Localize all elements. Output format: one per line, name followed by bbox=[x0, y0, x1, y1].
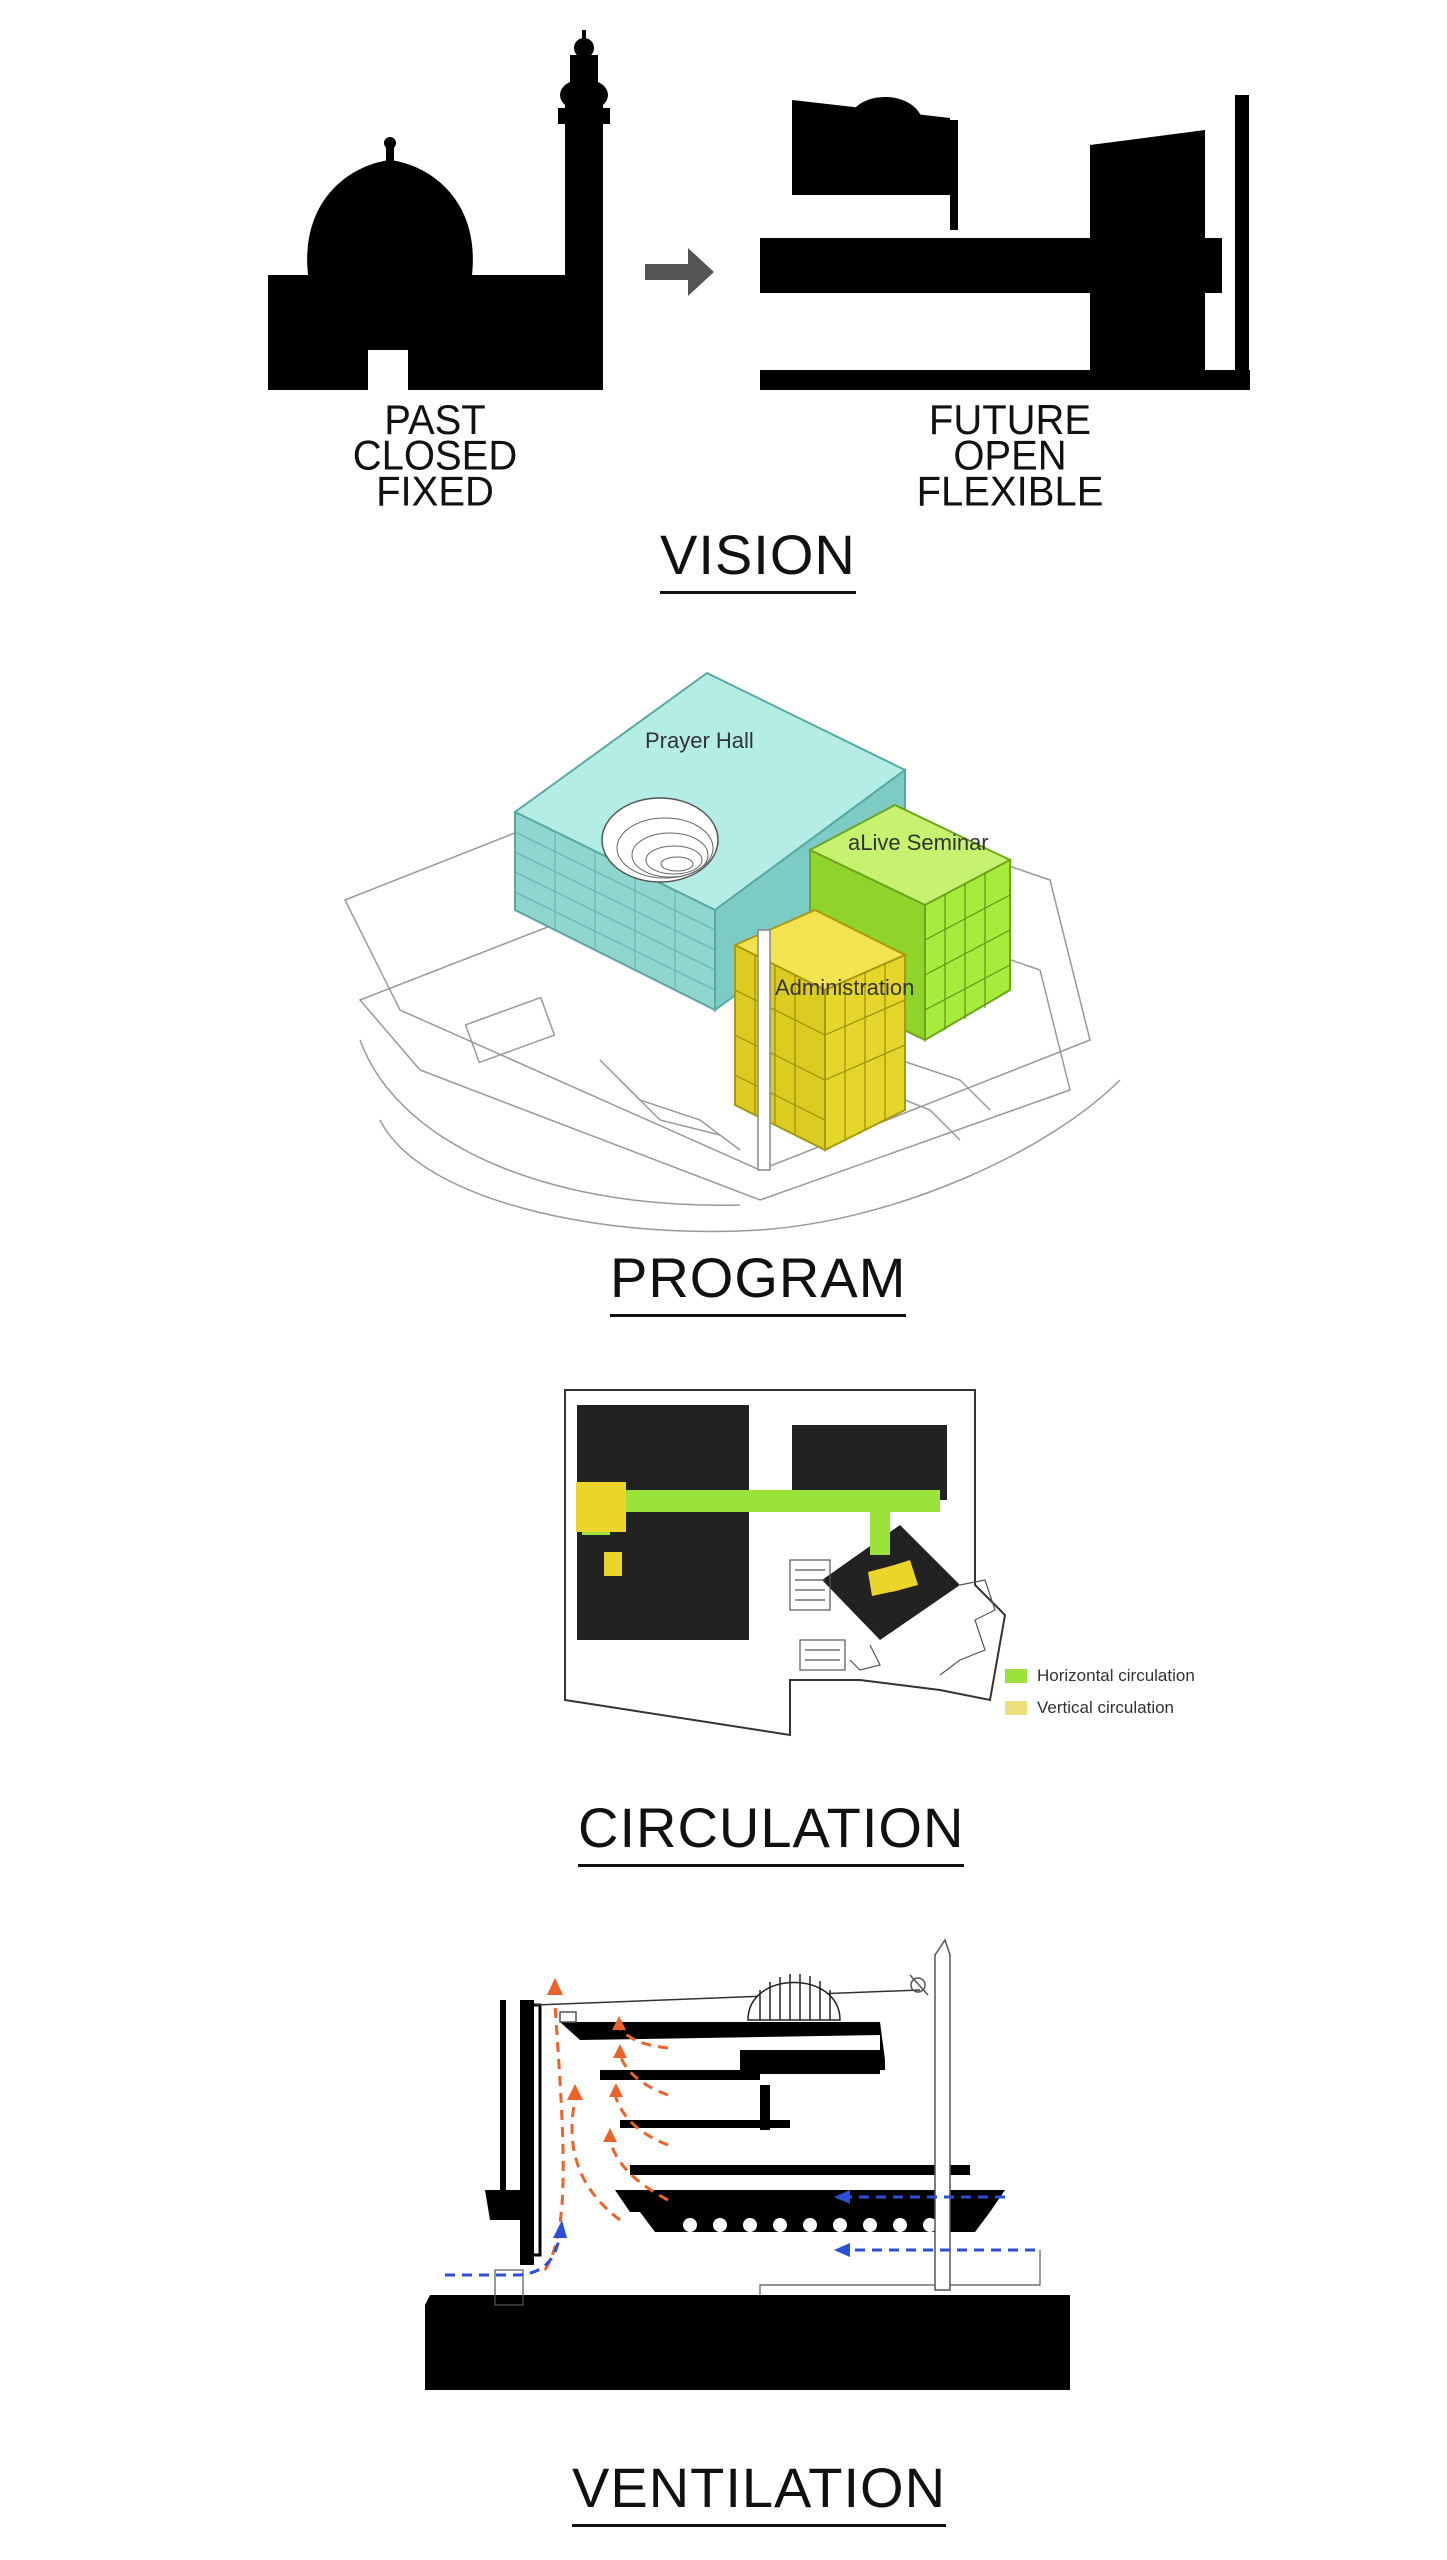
past-labels: PAST CLOSED FIXED bbox=[320, 397, 550, 515]
mosque-door bbox=[368, 350, 408, 392]
warm-air-arrowheads bbox=[547, 1978, 627, 2142]
legend-vertical: Vertical circulation bbox=[1005, 1692, 1195, 1724]
administration-label: Administration bbox=[775, 975, 915, 1000]
legend-vertical-label: Vertical circulation bbox=[1037, 1698, 1175, 1717]
seminar-label: aLive Seminar bbox=[848, 830, 989, 855]
future-labels: FUTURE OPEN FLEXIBLE bbox=[880, 397, 1140, 515]
cool-air-arrows bbox=[445, 2195, 1035, 2277]
horizontal-swatch bbox=[1005, 1669, 1027, 1683]
vertical-swatch bbox=[1005, 1701, 1027, 1715]
program-title: PROGRAM bbox=[610, 1245, 907, 1317]
legend-horizontal-label: Horizontal circulation bbox=[1037, 1666, 1195, 1685]
warm-air-arrows bbox=[543, 2004, 669, 2271]
transition-arrow-icon bbox=[645, 248, 714, 296]
ventilation-section bbox=[425, 1938, 1070, 2390]
future-label-2: OPEN bbox=[953, 432, 1067, 480]
ventilation-title: VENTILATION bbox=[572, 2455, 947, 2527]
prayer-hall-label: Prayer Hall bbox=[645, 728, 754, 753]
circulation-legend: Horizontal circulation Vertical circulat… bbox=[1005, 1660, 1195, 1724]
circulation-title: CIRCULATION bbox=[578, 1795, 965, 1867]
cool-air-arrowheads bbox=[553, 2190, 850, 2257]
circulation-plan bbox=[564, 1389, 1007, 1737]
future-building-silhouette bbox=[760, 95, 1250, 390]
vision-title: VISION bbox=[660, 522, 856, 594]
past-label-1: PAST bbox=[384, 397, 486, 444]
future-void bbox=[778, 195, 923, 238]
past-label-2: CLOSED bbox=[352, 432, 518, 480]
past-mosque-silhouette bbox=[268, 30, 610, 390]
legend-horizontal: Horizontal circulation bbox=[1005, 1660, 1195, 1692]
past-label-3: FIXED bbox=[376, 468, 494, 515]
minaret-tower bbox=[757, 929, 771, 1171]
future-label-1: FUTURE bbox=[928, 397, 1092, 444]
future-label-3: FLEXIBLE bbox=[916, 468, 1104, 515]
